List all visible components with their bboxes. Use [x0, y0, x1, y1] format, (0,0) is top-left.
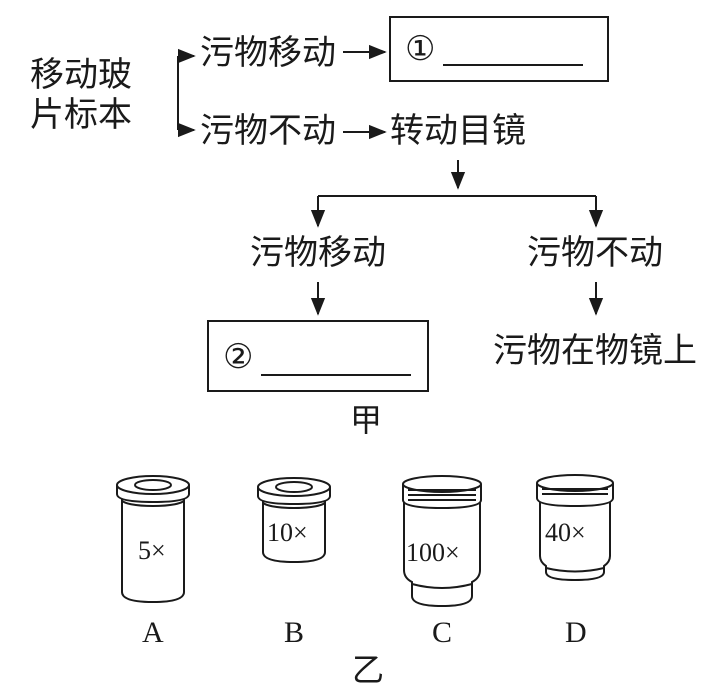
top-branch-text: 污物移动 [200, 33, 336, 73]
bottom-branch-text: 污物不动 [200, 111, 336, 151]
eyepiece-b-icon [257, 477, 331, 564]
lens-b-magnification: 10× [267, 518, 308, 547]
box2-marker: ② [223, 337, 254, 377]
answer-box-1: ① [389, 16, 609, 82]
right-result-text: 污物不动 [527, 233, 663, 273]
box2-blank [261, 374, 411, 376]
lens-c-label: C [432, 616, 453, 649]
rotate-eyepiece-text: 转动目镜 [390, 111, 526, 151]
lens-a-magnification: 5× [138, 536, 166, 565]
lens-c-magnification: 100× [406, 538, 460, 567]
box1-marker: ① [405, 29, 436, 69]
lens-d-magnification: 40× [545, 518, 586, 547]
objective-c-icon [402, 475, 482, 608]
answer-box-2: ② [207, 320, 429, 392]
box1-blank [443, 64, 583, 66]
lens-a-label: A [142, 616, 164, 649]
start-line1: 移动玻 [30, 55, 132, 95]
caption-jia: 甲 [350, 401, 383, 439]
objective-d-icon [536, 474, 614, 582]
lens-d-label: D [565, 616, 587, 649]
caption-yi: 乙 [352, 651, 385, 689]
eyepiece-a-icon [116, 475, 190, 604]
lens-b-label: B [284, 616, 305, 649]
left-result-text: 污物移动 [250, 233, 386, 273]
start-line2: 片标本 [30, 95, 132, 135]
final-text: 污物在物镜上 [493, 331, 697, 371]
